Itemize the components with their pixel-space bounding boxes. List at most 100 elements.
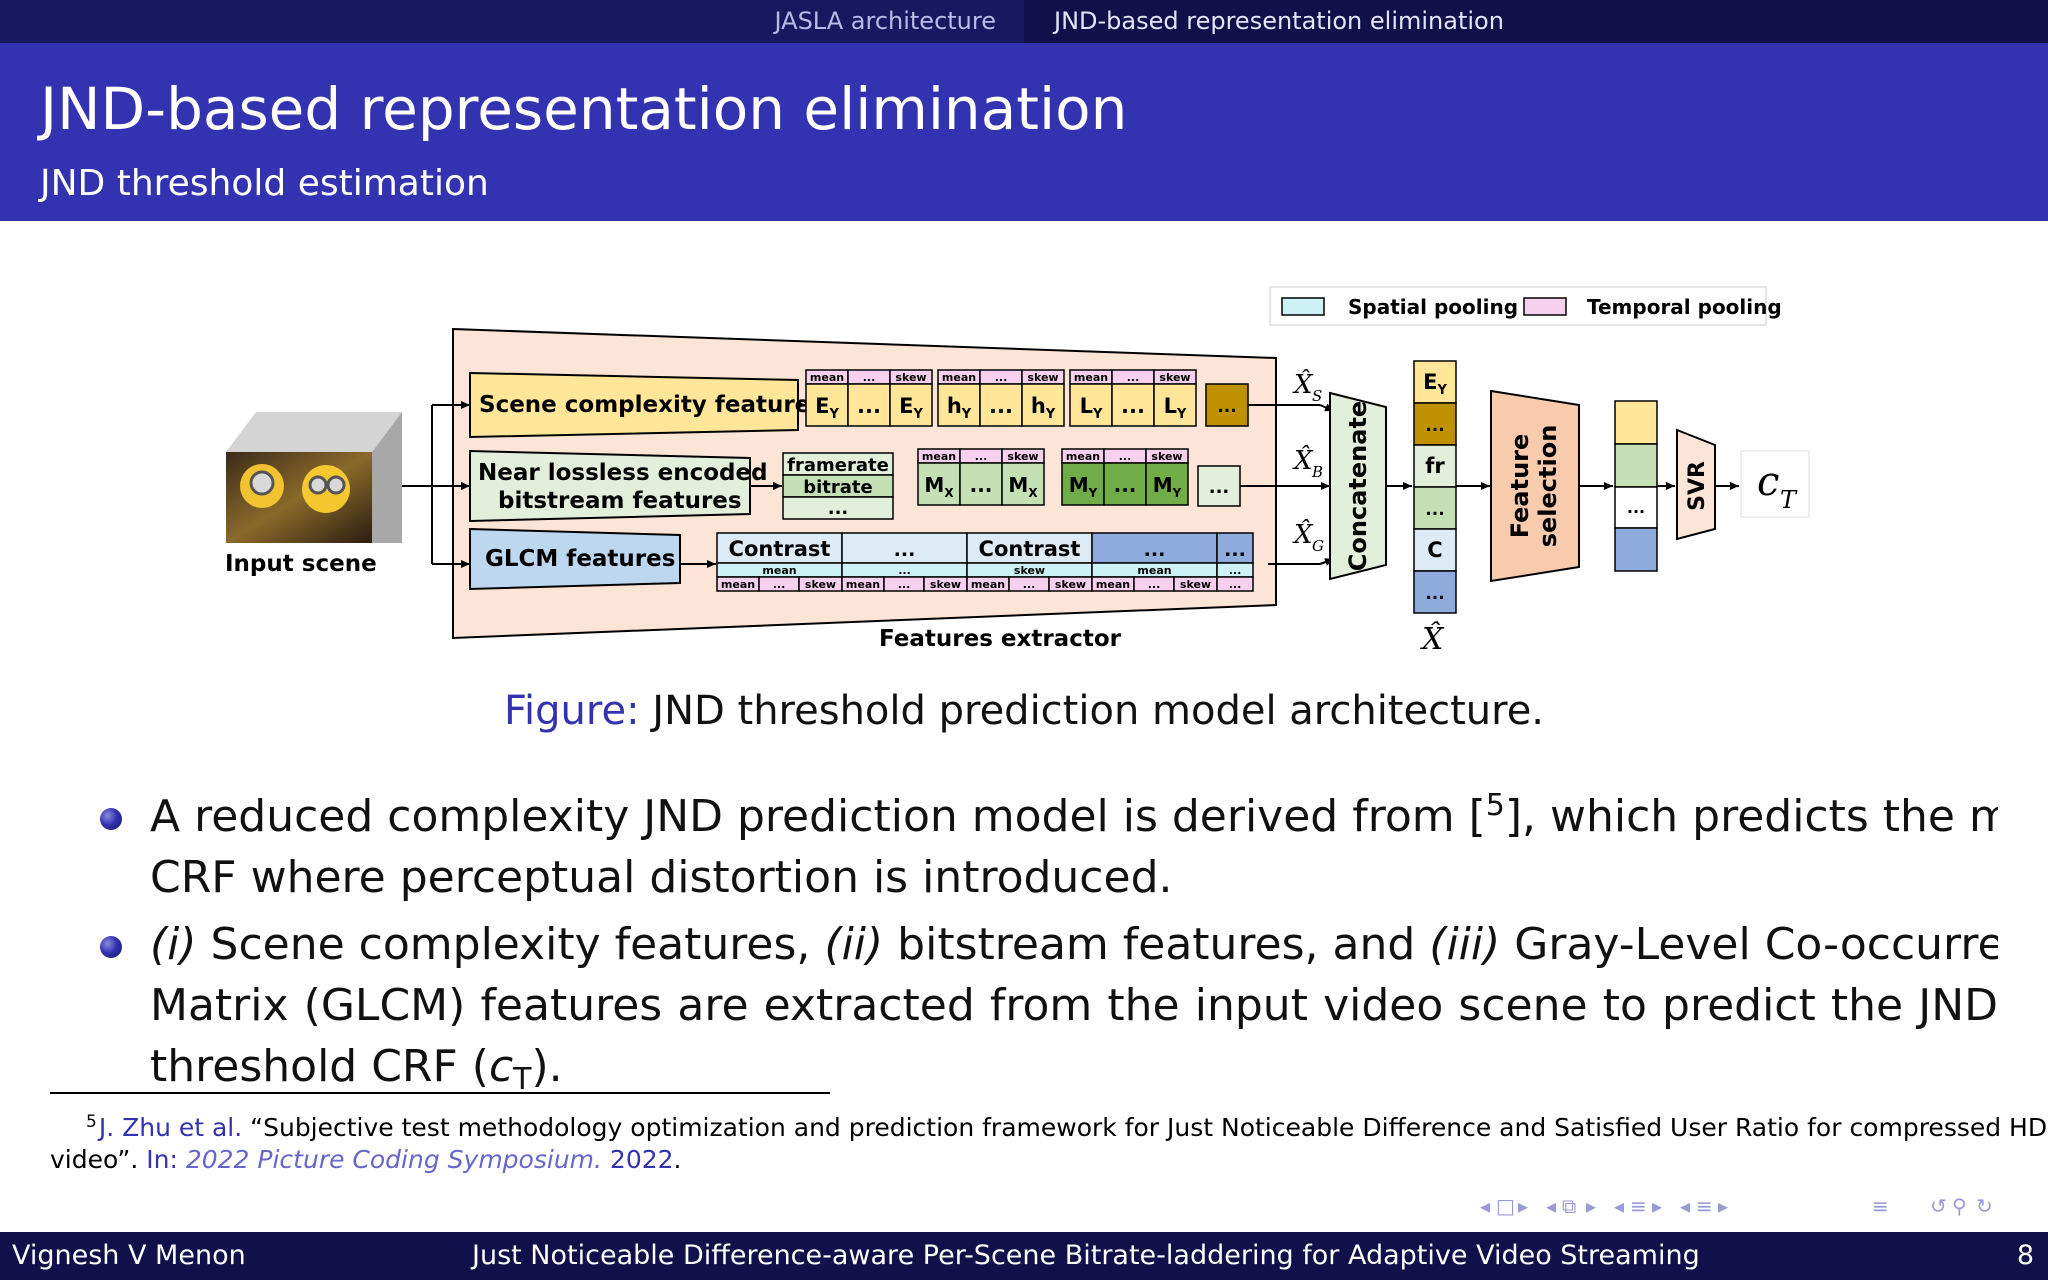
bullet-2-roman-i: (i) bbox=[150, 919, 197, 970]
legend-temporal-swatch bbox=[1523, 297, 1567, 316]
nav-prev-slide-icon[interactable]: ◂ bbox=[1546, 1194, 1557, 1218]
footer-author: Vignesh V Menon bbox=[12, 1240, 246, 1271]
bullet-2-part-c: Gray-Level Co-occurrence bbox=[1514, 919, 1998, 970]
subsection-icon[interactable]: ≡ bbox=[1630, 1194, 1647, 1218]
scene-stat-label: ... bbox=[1127, 371, 1140, 384]
legend-frame bbox=[1269, 286, 1767, 326]
caption-text: JND threshold prediction model architect… bbox=[652, 688, 1545, 734]
nav-prev-section-icon[interactable]: ◂ bbox=[1680, 1194, 1691, 1218]
glcm-top-label: ... bbox=[1144, 539, 1166, 561]
bullet-1-line-2: CRF where perceptual distortion is intro… bbox=[150, 852, 1173, 903]
frame-icon[interactable]: □ bbox=[1496, 1194, 1515, 1218]
x-hat-g-sub: G bbox=[1312, 537, 1324, 555]
scene-complexity-label: Scene complexity features bbox=[479, 392, 824, 418]
scene-stat-label: skew bbox=[895, 371, 926, 384]
scene-feature-cell bbox=[979, 383, 1023, 427]
bitstream-item-bitrate: bitrate bbox=[803, 477, 873, 498]
legend-temporal-label: Temporal pooling bbox=[1587, 295, 1782, 319]
feature-selection-block bbox=[1490, 389, 1580, 583]
glcm-temporal-label: ... bbox=[898, 578, 911, 591]
legend: Spatial pooling Temporal pooling bbox=[1269, 286, 1782, 326]
glcm-top-label: Contrast bbox=[729, 537, 831, 561]
nav-next-subsection-icon[interactable]: ▸ bbox=[1652, 1194, 1663, 1218]
glcm-top-cell bbox=[1216, 532, 1254, 564]
bullet-2-text: (i) Scene complexity features, (ii) bits… bbox=[150, 914, 1998, 1097]
citation-superscript[interactable]: 5 bbox=[1485, 788, 1505, 823]
scene-stat-label: mean bbox=[810, 371, 844, 384]
frame-subtitle: JND threshold estimation bbox=[40, 163, 489, 204]
scene-feature-cell bbox=[937, 383, 981, 427]
glcm-temporal-label: mean bbox=[721, 578, 755, 591]
goggle-right-a bbox=[308, 475, 328, 495]
slide-icon[interactable]: ⧉ bbox=[1562, 1194, 1577, 1218]
forward-icon[interactable]: ↻ bbox=[1976, 1194, 1993, 1218]
bitstream-feature-label: ... bbox=[1114, 473, 1137, 497]
glcm-temporal-label: mean bbox=[846, 578, 880, 591]
output-symbol: c bbox=[1757, 459, 1779, 505]
glcm-temporal-cell bbox=[1216, 576, 1254, 592]
back-icon[interactable]: ↺ bbox=[1930, 1194, 1947, 1218]
footnote-rule bbox=[50, 1092, 830, 1094]
x-hat-s-sub: S bbox=[1312, 387, 1322, 405]
nav-prev-frame-icon[interactable]: ◂ bbox=[1480, 1194, 1491, 1218]
glcm-cells: Contrastmean......Contrastskew...mean...… bbox=[716, 532, 1254, 592]
footer-title: Just Noticeable Difference-aware Per-Sce… bbox=[472, 1240, 1700, 1271]
stack-cell-label: C bbox=[1427, 538, 1442, 562]
nav-prev-subsection-icon[interactable]: ◂ bbox=[1614, 1194, 1625, 1218]
bitstream-stat-label: mean bbox=[1066, 450, 1100, 463]
stack-cell bbox=[1413, 444, 1457, 488]
stack-cell-label: fr bbox=[1425, 454, 1445, 478]
glcm-spatial-label: mean bbox=[1137, 564, 1171, 577]
search-icon[interactable]: ⚲ bbox=[1952, 1194, 1967, 1218]
glcm-temporal-label: skew bbox=[1055, 578, 1086, 591]
nav-section-2[interactable]: JND-based representation elimination bbox=[1024, 0, 2048, 43]
scene-complexity-cells: meanEY......skewEYmeanhY......skewhYmean… bbox=[805, 369, 1197, 427]
glcm-top-cell bbox=[841, 532, 968, 564]
nav-section-2-label[interactable]: JND-based representation elimination bbox=[1054, 7, 1504, 35]
section-icon[interactable]: ≡ bbox=[1696, 1194, 1713, 1218]
glcm-top-cell bbox=[1091, 532, 1218, 564]
stack-cell-label: ... bbox=[1425, 416, 1444, 436]
footnote-line-2: video”. In: 2022 Picture Coding Symposiu… bbox=[50, 1144, 1990, 1176]
bullet-1-text: A reduced complexity JND prediction mode… bbox=[150, 786, 1998, 908]
bitstream-feature-list: framerate bitrate ... bbox=[782, 452, 894, 520]
glcm-temporal-label: ... bbox=[1229, 578, 1242, 591]
footer-page-number: 8 bbox=[2016, 1240, 2034, 1271]
concatenate-block bbox=[1329, 391, 1387, 581]
bitstream-stat-label: skew bbox=[1007, 450, 1038, 463]
scene-stat-label: skew bbox=[1159, 371, 1190, 384]
nav-next-slide-icon[interactable]: ▸ bbox=[1586, 1194, 1597, 1218]
glcm-temporal-label: mean bbox=[1096, 578, 1130, 591]
glcm-top-cell bbox=[716, 532, 843, 564]
slide-navigation-controls: ◂ □ ▸ ◂ ⧉ ▸ ◂ ≡ ▸ ◂ ≡ ▸ ≡ ↺ ⚲ ↻ bbox=[1480, 1194, 2020, 1224]
glcm-temporal-label: skew bbox=[805, 578, 836, 591]
bitstream-item-ellipsis: ... bbox=[828, 498, 849, 519]
stack-cell-label: ... bbox=[1425, 500, 1444, 520]
x-hat-labels: X̂ S X̂ B X̂ G X̂ bbox=[1292, 369, 1445, 657]
x-hat-s: X̂ bbox=[1292, 369, 1314, 400]
bitstream-stat-label: ... bbox=[1119, 450, 1132, 463]
x-hat-combined: X̂ bbox=[1420, 622, 1445, 657]
footnote-authors[interactable]: J. Zhu et al. bbox=[98, 1113, 243, 1142]
glcm-temporal-label: skew bbox=[1180, 578, 1211, 591]
scene-stat-label: mean bbox=[1074, 371, 1108, 384]
scene-feature-cell bbox=[1021, 383, 1065, 427]
feature-selection-line2: selection bbox=[1534, 425, 1562, 548]
stack-cell bbox=[1413, 360, 1457, 404]
nav-section-1-label[interactable]: JASLA architecture bbox=[774, 7, 997, 35]
glcm-temporal-label: ... bbox=[773, 578, 786, 591]
bitstream-stat-label: ... bbox=[975, 450, 988, 463]
document-icon[interactable]: ≡ bbox=[1872, 1194, 1889, 1218]
input-scene-label: Input scene bbox=[225, 551, 377, 577]
nav-section-1[interactable]: JASLA architecture bbox=[0, 0, 1024, 43]
selected-cell-glcm bbox=[1614, 527, 1658, 572]
legend-spatial-swatch bbox=[1281, 297, 1325, 316]
nav-next-section-icon[interactable]: ▸ bbox=[1718, 1194, 1729, 1218]
glcm-spatial-label: mean bbox=[762, 564, 796, 577]
bitstream-feature-label: ... bbox=[970, 473, 993, 497]
nav-next-frame-icon[interactable]: ▸ bbox=[1518, 1194, 1529, 1218]
input-connectors bbox=[402, 401, 470, 568]
selected-cell-more bbox=[1614, 486, 1658, 529]
bullet-marker bbox=[100, 808, 122, 830]
